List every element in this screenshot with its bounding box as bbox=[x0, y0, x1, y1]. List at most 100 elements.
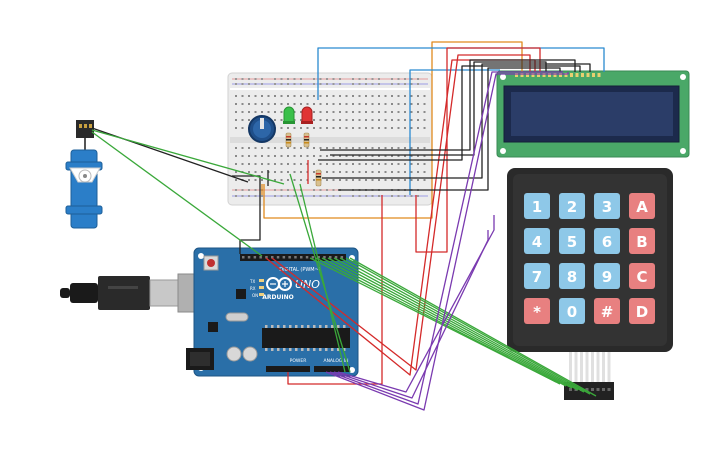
breadboard-hole bbox=[358, 147, 361, 149]
breadboard-hole bbox=[365, 171, 367, 173]
keypad-key-9[interactable] bbox=[594, 263, 620, 289]
breadboard-hole bbox=[384, 163, 387, 165]
breadboard-hole bbox=[371, 119, 374, 121]
digital-header[interactable] bbox=[240, 254, 346, 261]
breadboard-hole bbox=[378, 171, 380, 173]
chip-pin bbox=[289, 348, 292, 351]
keypad-key-1[interactable] bbox=[524, 193, 550, 219]
keypad-key-7[interactable] bbox=[524, 263, 550, 289]
breadboard-hole bbox=[313, 163, 315, 165]
ribbon-strand bbox=[591, 352, 594, 382]
breadboard-hole bbox=[397, 195, 400, 197]
breadboard-hole bbox=[248, 103, 250, 105]
breadboard-hole bbox=[326, 171, 328, 173]
keypad-key-label: D bbox=[636, 303, 648, 321]
breadboard-hole bbox=[358, 95, 361, 97]
breadboard-hole bbox=[287, 195, 289, 197]
lcd-pin bbox=[575, 73, 579, 77]
breadboard[interactable] bbox=[227, 72, 433, 206]
keypad-key-8[interactable] bbox=[559, 263, 585, 289]
breadboard-hole bbox=[423, 179, 426, 181]
chip-pin bbox=[331, 325, 334, 328]
resistor[interactable] bbox=[303, 132, 310, 148]
chip-pin bbox=[331, 348, 334, 351]
servo-motor[interactable] bbox=[65, 120, 103, 229]
breadboard-hole bbox=[313, 155, 315, 157]
resistor[interactable] bbox=[285, 132, 292, 148]
lcd-pin bbox=[548, 73, 551, 77]
breadboard-hole bbox=[332, 179, 335, 181]
breadboard-hole bbox=[352, 127, 354, 129]
wire-black bbox=[330, 61, 547, 156]
breadboard-hole bbox=[345, 155, 348, 157]
arduino-uno[interactable]: DIGITAL (PWM~) ARDUINO UNO TX RX ON bbox=[186, 247, 359, 377]
keypad-key-5[interactable] bbox=[559, 228, 585, 254]
power-header-label: POWER bbox=[290, 358, 307, 364]
breadboard-hole bbox=[384, 147, 387, 149]
breadboard-hole bbox=[287, 78, 289, 80]
wire-black bbox=[232, 175, 261, 254]
breadboard-hole bbox=[410, 119, 413, 121]
lcd-display[interactable] bbox=[496, 70, 690, 158]
breadboard-hole bbox=[332, 78, 335, 80]
keypad-key-d[interactable] bbox=[629, 298, 655, 324]
header-pin bbox=[311, 256, 315, 259]
lcd-pin bbox=[553, 73, 557, 77]
breadboard-hole bbox=[235, 111, 237, 113]
keypad-key-label: 8 bbox=[567, 268, 577, 286]
power-header[interactable] bbox=[266, 366, 310, 372]
breadboard-hole bbox=[293, 195, 296, 197]
breadboard-hole bbox=[313, 127, 315, 129]
breadboard-hole bbox=[417, 78, 419, 80]
breadboard-hole bbox=[319, 119, 322, 121]
wire-green bbox=[309, 257, 557, 383]
wire-green bbox=[349, 257, 597, 397]
breadboard-hole bbox=[371, 111, 374, 113]
breadboard-hole bbox=[326, 127, 328, 129]
keypad-key-4[interactable] bbox=[524, 228, 550, 254]
reset-button[interactable] bbox=[207, 259, 215, 267]
breadboard-hole bbox=[345, 95, 348, 97]
breadboard-hole bbox=[404, 103, 406, 105]
potentiometer[interactable] bbox=[248, 115, 276, 143]
resistor[interactable] bbox=[315, 169, 322, 187]
breadboard-hole bbox=[391, 78, 393, 80]
breadboard-hole bbox=[293, 95, 296, 97]
green-led[interactable] bbox=[283, 106, 295, 124]
keypad-key-3[interactable] bbox=[594, 193, 620, 219]
lcd-pin bbox=[564, 73, 568, 77]
keypad-key-a[interactable] bbox=[629, 193, 655, 219]
breadboard-hole bbox=[404, 171, 406, 173]
breadboard-hole bbox=[254, 111, 257, 113]
keypad-key-b[interactable] bbox=[629, 228, 655, 254]
breadboard-hole bbox=[319, 155, 322, 157]
keypad-key-0[interactable] bbox=[559, 298, 585, 324]
breadboard-hole bbox=[313, 171, 315, 173]
breadboard-hole bbox=[332, 189, 335, 191]
breadboard-hole bbox=[378, 127, 380, 129]
keypad-key-c[interactable] bbox=[629, 263, 655, 289]
red-led[interactable] bbox=[301, 106, 313, 124]
arduino-logo-icon bbox=[266, 277, 292, 291]
breadboard-hole bbox=[417, 127, 419, 129]
analog-header[interactable] bbox=[314, 366, 350, 372]
breadboard-hole bbox=[274, 103, 276, 105]
breadboard-hole bbox=[326, 103, 328, 105]
breadboard-hole bbox=[319, 195, 322, 197]
keypad-key-label: # bbox=[601, 303, 614, 321]
breadboard-hole bbox=[313, 95, 315, 97]
keypad-key-hash[interactable] bbox=[594, 298, 620, 324]
keypad-key-6[interactable] bbox=[594, 228, 620, 254]
connector-pin bbox=[607, 388, 611, 391]
keypad-key-label: * bbox=[533, 303, 541, 321]
ribbon-strand bbox=[569, 352, 572, 382]
breadboard-hole bbox=[248, 95, 250, 97]
keypad-key-2[interactable] bbox=[559, 193, 585, 219]
lcd-screen bbox=[511, 92, 673, 136]
connector-pin bbox=[585, 388, 589, 391]
breadboard-hole bbox=[417, 147, 419, 149]
breadboard-hole bbox=[423, 171, 426, 173]
keypad-key-star[interactable] bbox=[524, 298, 550, 324]
